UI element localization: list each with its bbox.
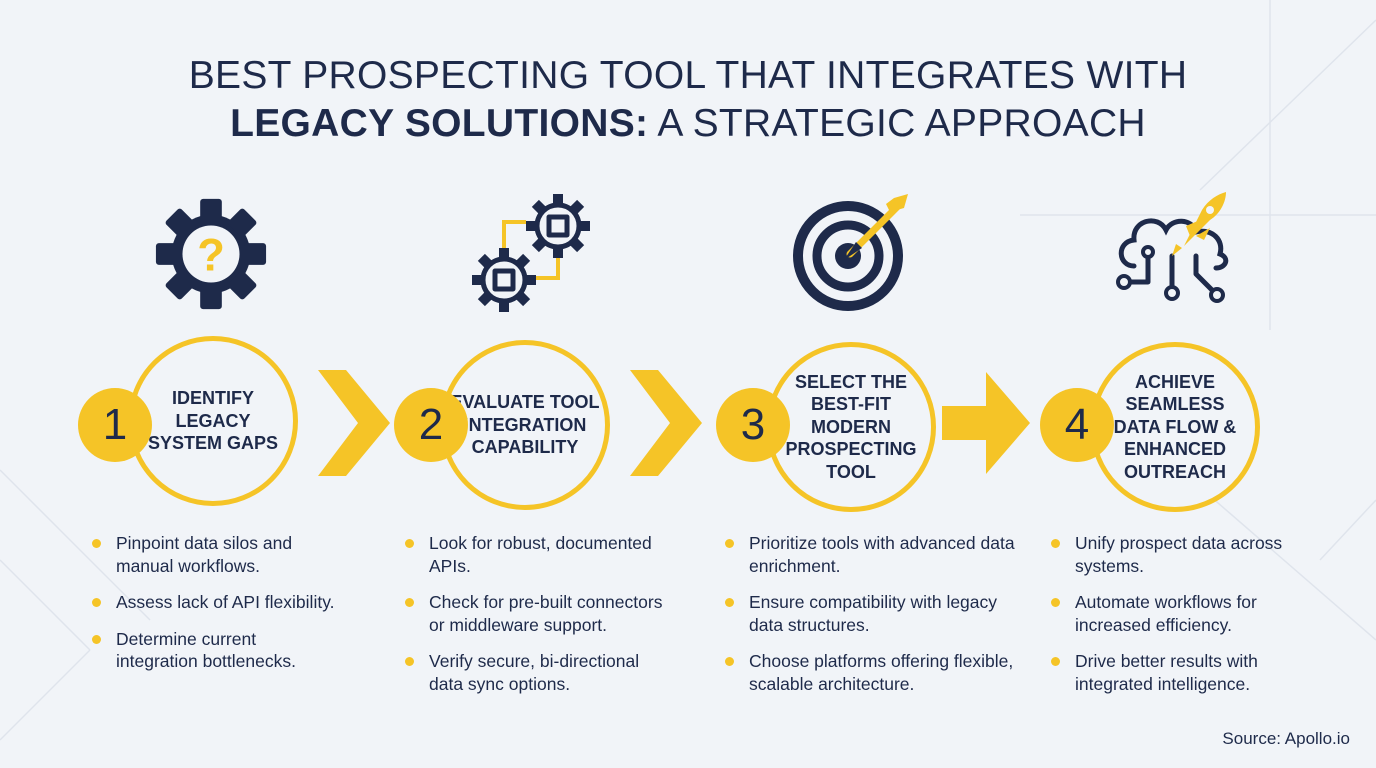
step-4-number: 4 (1040, 388, 1114, 462)
step-1-label: IDENTIFY LEGACY SYSTEM GAPS (147, 388, 279, 454)
step-2-bullet-3: Verify secure, bi-directional data sync … (405, 650, 675, 695)
step-3-number: 3 (716, 388, 790, 462)
step-3-bullet-2: Ensure compatibility with legacy data st… (725, 591, 1015, 636)
source-credit: Source: Apollo.io (1222, 729, 1350, 748)
step-1-bullet-1: Pinpoint data silos and manual workflows… (92, 532, 342, 577)
arrow-right-3 (942, 372, 1030, 474)
connected-gears-icon (472, 194, 590, 312)
step-3-bullet-3: Choose platforms offering flexible, scal… (725, 650, 1015, 695)
step-1-number: 1 (78, 388, 152, 462)
step-1-circle: IDENTIFY LEGACY SYSTEM GAPS (128, 336, 298, 506)
title-line-1: BEST PROSPECTING TOOL THAT INTEGRATES WI… (188, 54, 1188, 97)
step-3-bullet-1: Prioritize tools with advanced data enri… (725, 532, 1015, 577)
step-3-label: SELECT THE BEST-FIT MODERN PROSPECTING T… (785, 371, 917, 482)
step-4-bullet-list: Unify prospect data across systems. Auto… (1051, 532, 1301, 709)
step-3-bullet-list: Prioritize tools with advanced data enri… (725, 532, 1015, 709)
page-title: BEST PROSPECTING TOOL THAT INTEGRATES WI… (0, 52, 1376, 148)
step-2-number: 2 (394, 388, 468, 462)
title-line-2: LEGACY SOLUTIONS: A STRATEGIC APPROACH (0, 100, 1376, 148)
step-3-circle: SELECT THE BEST-FIT MODERN PROSPECTING T… (766, 342, 936, 512)
target-arrow-icon (793, 194, 908, 311)
step-2-bullet-1: Look for robust, documented APIs. (405, 532, 675, 577)
step-4-circle: ACHIEVE SEAMLESS DATA FLOW & ENHANCED OU… (1090, 342, 1260, 512)
step-2-bullet-list: Look for robust, documented APIs. Check … (405, 532, 675, 709)
step-1-bullet-list: Pinpoint data silos and manual workflows… (92, 532, 342, 687)
step-1-bullet-2: Assess lack of API flexibility. (92, 591, 342, 614)
title-bold-part: LEGACY SOLUTIONS: (230, 102, 649, 145)
svg-text:?: ? (197, 230, 225, 281)
step-4-bullet-2: Automate workflows for increased efficie… (1051, 591, 1301, 636)
title-rest-part: A STRATEGIC APPROACH (648, 102, 1146, 145)
step-2-label: EVALUATE TOOL INTEGRATION CAPABILITY (450, 392, 600, 458)
step-4-bullet-1: Unify prospect data across systems. (1051, 532, 1301, 577)
step-1-bullet-3: Determine current integration bottleneck… (92, 628, 342, 673)
step-4-bullet-3: Drive better results with integrated int… (1051, 650, 1301, 695)
step-2-bullet-2: Check for pre-built connectors or middle… (405, 591, 675, 636)
step-4-label: ACHIEVE SEAMLESS DATA FLOW & ENHANCED OU… (1113, 371, 1237, 482)
arrow-right-1 (318, 370, 390, 476)
cloud-rocket-icon (1116, 192, 1229, 303)
gear-question-icon: ? (155, 198, 267, 310)
arrow-right-2 (630, 370, 702, 476)
